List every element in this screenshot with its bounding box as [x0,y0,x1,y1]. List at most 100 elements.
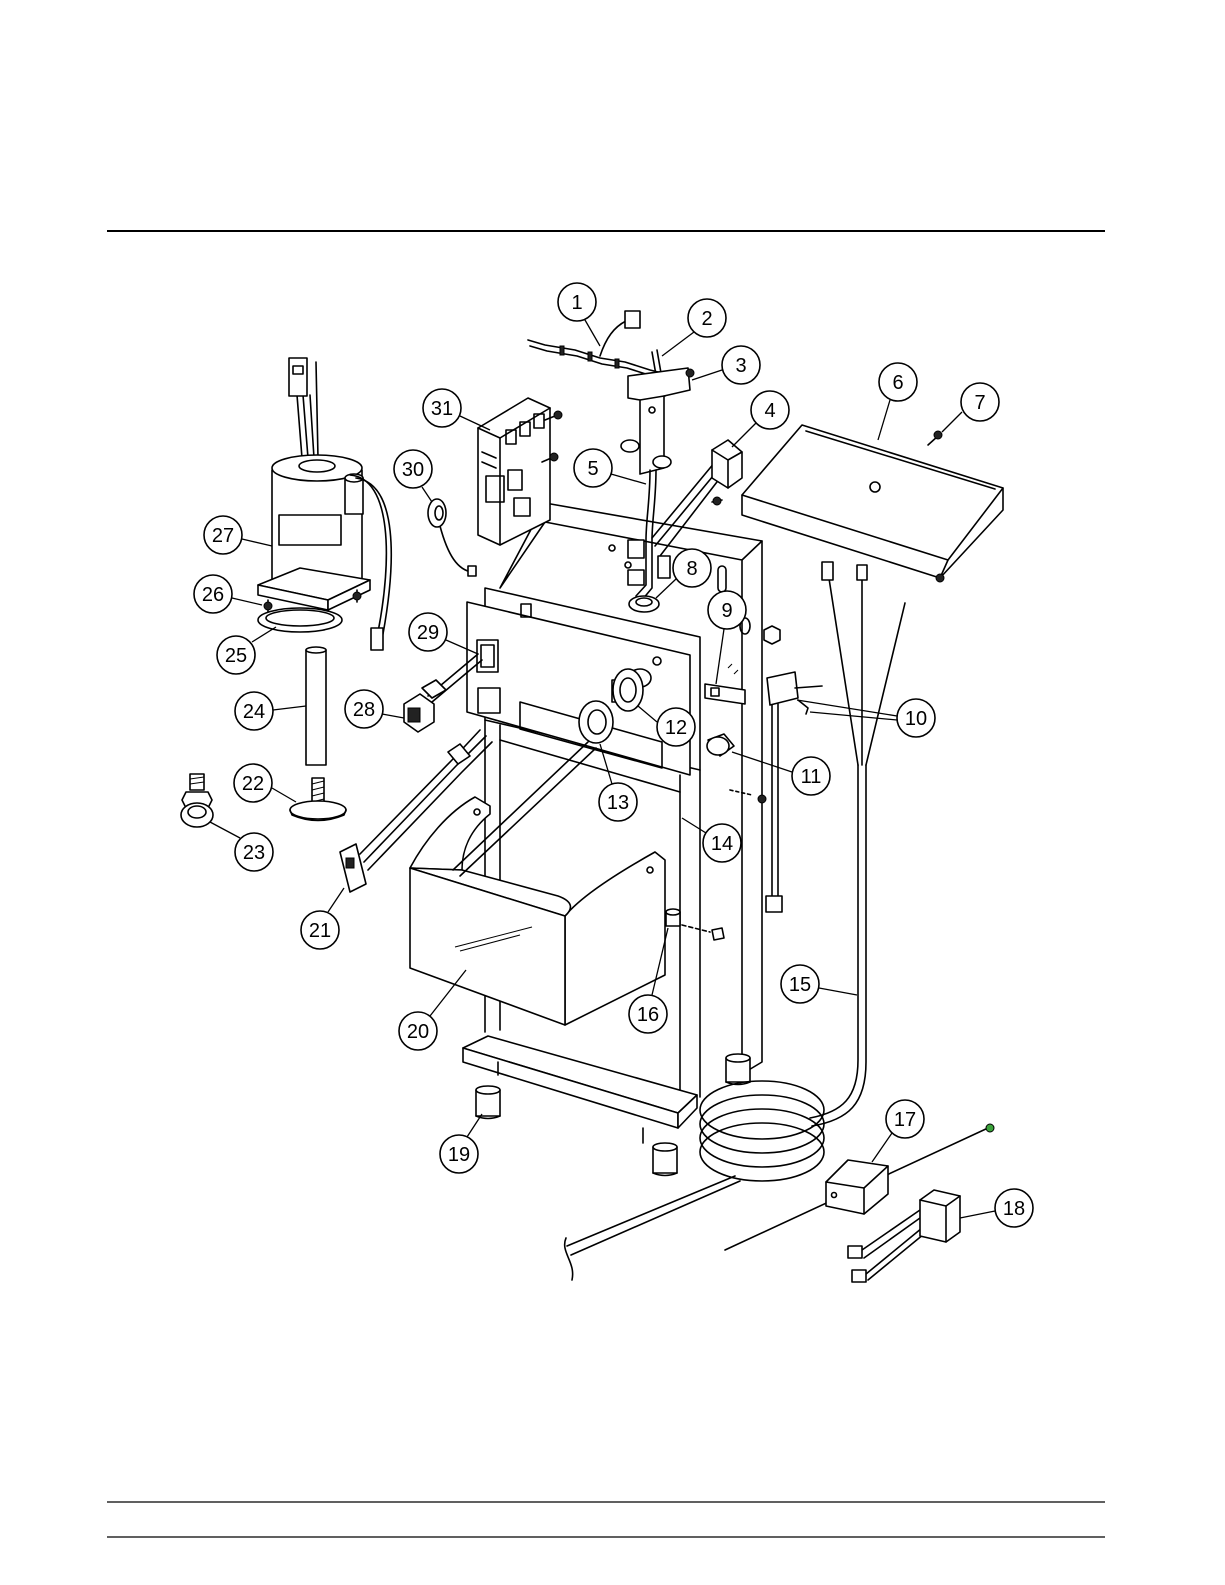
part-23-bolt [181,774,213,827]
part-24-tube-rect [306,650,326,765]
part-27-motor-path [303,395,308,458]
part-22-leveling-foot-ellipse [290,801,346,819]
callout-14-line [682,818,706,833]
part-10-limit-switch-path [767,672,798,705]
part-14-cabinet-frame-circle [625,562,631,568]
part-15-power-cord-ellipse [700,1109,824,1167]
part-14-cabinet-frame-circle [609,545,615,551]
callout-21: 21 [301,888,344,949]
callout-number: 17 [894,1109,916,1131]
part-12-thermostat-knob [612,669,643,711]
part-15-power-cord-path [828,572,858,765]
callout-number: 2 [701,308,712,330]
part-25-gasket-ellipse [258,608,342,632]
callout-9: 9 [708,591,746,684]
part-11-plug-circle [758,795,766,803]
callout-6: 6 [878,363,917,440]
callout-number: 8 [686,558,697,580]
footer-rules [107,1502,1105,1537]
part-3-bracket [621,368,694,474]
callout-number: 28 [353,699,375,721]
part-15-power-cord-path [571,1181,740,1255]
part-9-bracket-path [728,664,738,674]
callout-5: 5 [574,449,646,487]
part-27-motor-path [310,395,314,458]
part-18-transformer-rect [852,1270,866,1282]
callout-number: 29 [417,622,439,644]
callout-25-line [252,627,276,642]
part-15-power-cord-rect [822,562,833,580]
part-30-sensor-rect [468,566,476,576]
callout-28: 28 [345,690,404,728]
part-27-motor-path [316,362,318,458]
part-27-motor-rect [371,628,383,650]
part-15-power-cord-path [866,603,905,765]
callout-3: 3 [692,346,760,384]
callout-18-line [960,1211,995,1218]
callout-3-line [692,370,722,380]
part-22-leveling-foot [290,778,346,821]
callout-number: 3 [735,355,746,377]
callout-27: 27 [204,516,272,554]
callout-number: 24 [243,701,265,723]
callout-21-line [328,888,344,912]
part-31-control-board [478,398,550,545]
callout-30-line [422,487,432,502]
part-13-knob-ellipse [579,701,613,743]
callout-23: 23 [210,822,273,871]
part-26-screws-circle [264,602,272,610]
part-1-wire-harness-rect [588,352,592,361]
callout-14: 14 [682,818,741,862]
callout-number: 22 [242,773,264,795]
callout-22-line [272,788,296,802]
part-19-feet-ellipse [476,1086,500,1094]
callout-23-line [210,822,240,838]
callout-26-line [232,598,262,605]
part-27-motor-rect [345,478,363,514]
callout-number: 31 [431,398,453,420]
callout-number: 30 [402,459,424,481]
callout-number: 9 [721,600,732,622]
callout-22: 22 [234,764,296,802]
callout-number: 4 [764,400,775,422]
part-1-wire-harness-rect [615,359,619,368]
callout-number: 16 [637,1004,659,1026]
callout-5-line [611,474,646,484]
part-31-board-screws-circle [550,453,558,461]
callout-2-line [662,332,694,356]
callout-17-line [872,1133,892,1162]
part-14-cabinet-frame-rect [718,566,726,592]
part-16-bushing-path [712,928,724,940]
part-7-screws-circle [934,431,942,439]
callout-6-line [878,400,890,440]
part-7-screws-circle [713,497,721,505]
part-6-cover [742,425,1003,578]
part-24-tube [306,647,326,765]
part-27-motor-path [297,395,302,458]
part-5-wire-rect [628,540,644,558]
callout-10-line [797,700,897,716]
part-1-wire-harness-path [600,321,626,356]
callout-30: 30 [394,450,432,502]
part-19-feet-ellipse [653,1143,677,1151]
part-31-control-board-path [478,398,550,545]
callout-number: 13 [607,792,629,814]
part-16-bushing-path [682,925,710,932]
part-17-line-filter-circle [986,1124,994,1132]
callout-20: 20 [399,970,466,1050]
part-28-switch-path [422,680,446,698]
callout-27-line [242,539,272,546]
part-11-plug-ellipse [707,737,729,755]
part-1-wire-harness-rect [560,346,564,355]
callout-4-line [732,423,756,447]
callout-number: 18 [1003,1198,1025,1220]
part-28-switch-rect [408,708,420,722]
callout-2: 2 [662,299,726,356]
callout-24-line [273,706,306,710]
callout-number: 19 [448,1144,470,1166]
callout-8-line [656,579,676,598]
part-1-wire-harness-rect [625,311,640,328]
callout-number: 27 [212,525,234,547]
callout-number: 23 [243,842,265,864]
